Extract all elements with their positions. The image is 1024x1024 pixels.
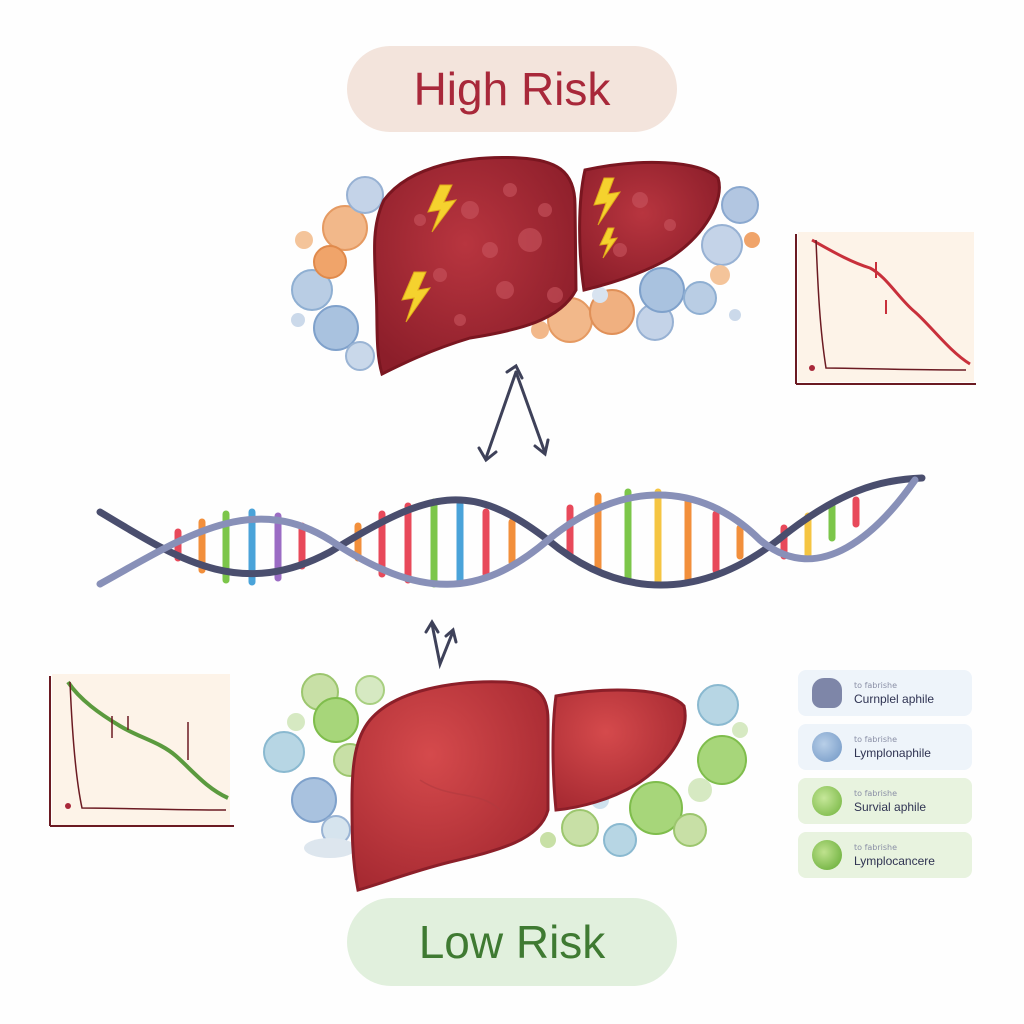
arrow-to-low-risk: [424, 619, 458, 670]
survival-curve: [811, 238, 971, 366]
green-cell-icon: [812, 840, 842, 870]
lightning-icon: [593, 177, 622, 226]
legend-item-label: Curnplel aphile: [854, 691, 935, 706]
low-risk-cell-cluster: [263, 673, 748, 858]
low-risk-survival-chart: [49, 674, 234, 827]
legend-item-subtext: to fabrishe: [854, 788, 898, 798]
dna-helix: [96, 474, 926, 589]
lightning-icon: [401, 271, 432, 323]
legend-item: to fabrishe Survial aphile: [798, 778, 972, 824]
high-risk-survival-chart: [795, 232, 976, 385]
arrows-to-high-risk: [477, 363, 550, 463]
low-risk-liver: [350, 680, 687, 892]
low-risk-label: Low Risk: [347, 898, 677, 986]
cell-cluster-icon: [812, 678, 842, 708]
legend-item-label: Survial aphile: [854, 799, 927, 814]
legend-item-subtext: to fabrishe: [854, 734, 898, 744]
legend-item: to fabrishe Curnplel aphile: [798, 670, 972, 716]
legend-item-subtext: to fabrishe: [854, 680, 898, 690]
high-risk-label: High Risk: [347, 46, 677, 132]
lightning-icon: [599, 227, 619, 259]
legend-item: to fabrishe Lymplocancere: [798, 832, 972, 878]
high-risk-liver: [372, 156, 721, 377]
legend-item-label: Lymplonaphile: [854, 745, 931, 760]
high-risk-cell-cluster: [291, 176, 760, 371]
lymphocyte-icon: [812, 732, 842, 762]
lightning-icon: [427, 184, 458, 233]
legend-item-subtext: to fabrishe: [854, 842, 898, 852]
green-cell-icon: [812, 786, 842, 816]
legend-item-label: Lymplocancere: [854, 853, 935, 868]
low-risk-text: Low Risk: [418, 916, 606, 968]
survival-curve: [66, 680, 229, 800]
legend-item: to fabrishe Lymplonaphile: [798, 724, 972, 770]
high-risk-text: High Risk: [413, 63, 611, 115]
